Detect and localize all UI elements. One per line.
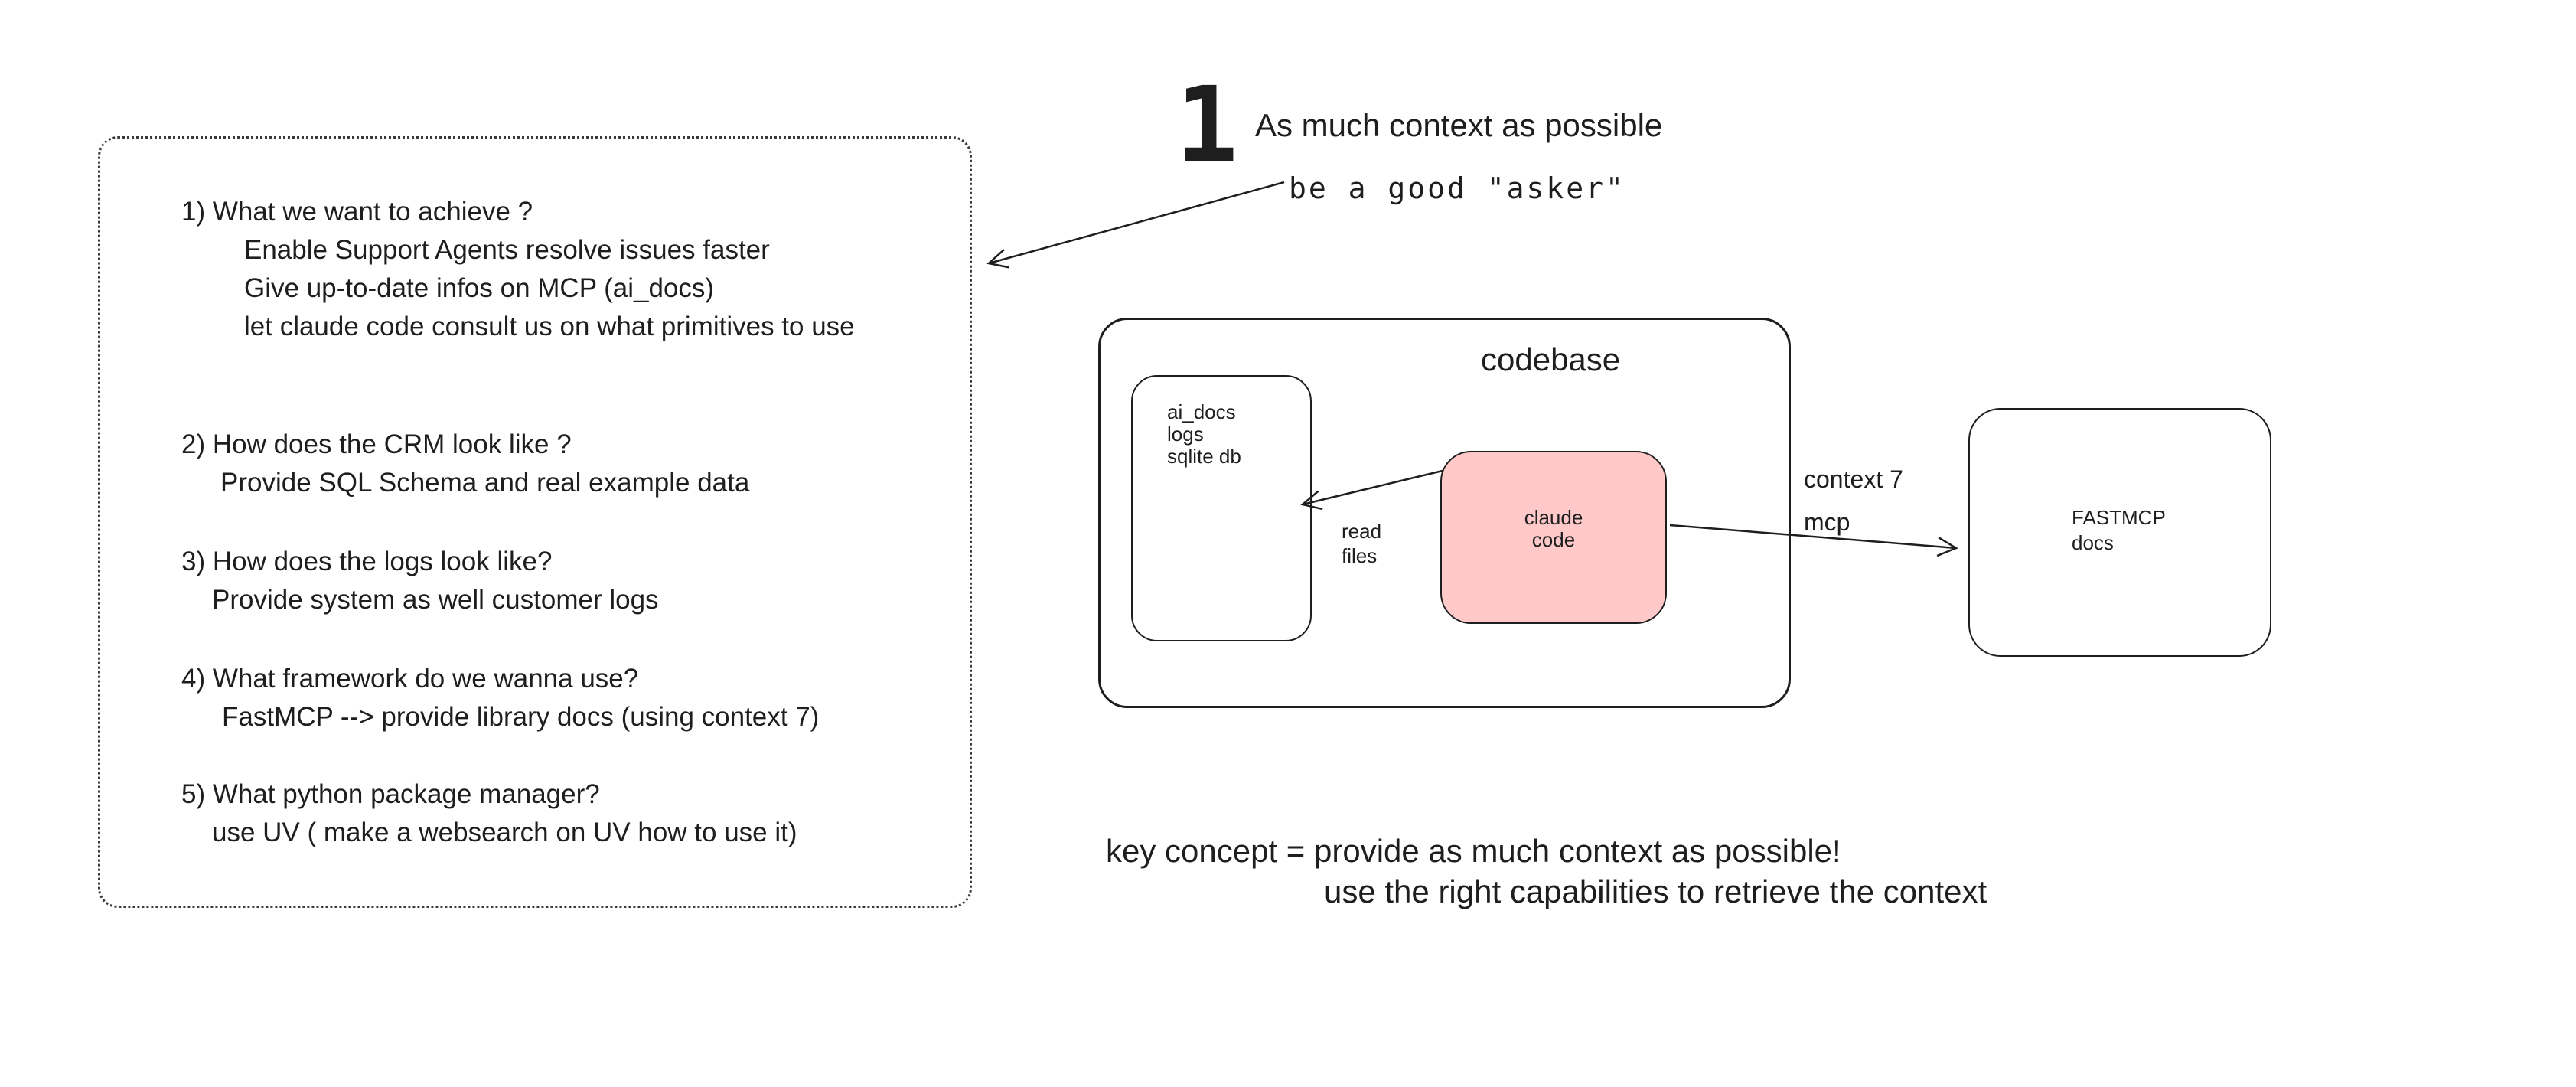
fastmcp-docs-box (1968, 408, 2271, 657)
claude-line2: code (1531, 528, 1576, 551)
notes-panel (98, 136, 972, 908)
key-concept-line2: use the right capabilities to retrieve t… (1324, 873, 1987, 909)
files-line-sqlite-db: sqlite db (1167, 445, 1241, 468)
note-line-q5-sub1: use UV ( make a websearch on UV how to u… (212, 818, 797, 847)
note-line-q2-sub1: Provide SQL Schema and real example data (220, 468, 750, 498)
note-line-q4: 4) What framework do we wanna use? (181, 664, 639, 694)
note-line-q1-sub2: Give up-to-date infos on MCP (ai_docs) (244, 273, 715, 303)
context7-mcp-label: context 7 mcp (1804, 458, 1903, 544)
key-concept-line1: key concept = provide as much context as… (1106, 833, 1841, 869)
fastmcp-line1: FASTMCP (2072, 506, 2166, 529)
note-line-q1-sub1: Enable Support Agents resolve issues fas… (244, 235, 770, 265)
fastmcp-docs-label: FASTMCP docs (2072, 505, 2166, 556)
read-files-label: read files (1342, 519, 1381, 568)
note-line-q2: 2) How does the CRM look like ? (181, 429, 572, 459)
context7-line2: mcp (1804, 508, 1850, 536)
notes-list: 1) What we want to achieve ? Enable Supp… (181, 193, 855, 852)
note-line-q1-sub3: let claude code consult us on what primi… (244, 312, 855, 341)
arrow-asker-to-notes (986, 181, 1285, 269)
heading-number: 1 (1176, 65, 1238, 186)
note-line-q4-sub1: FastMCP --> provide library docs (using … (222, 702, 820, 732)
fastmcp-line2: docs (2072, 531, 2114, 554)
files-line-ai-docs: ai_docs (1167, 400, 1236, 423)
heading-title: As much context as possible (1255, 107, 1663, 143)
note-line-q3-sub1: Provide system as well customer logs (212, 585, 659, 615)
context7-line1: context 7 (1804, 465, 1903, 493)
claude-line1: claude (1524, 506, 1583, 529)
read-files-line1: read (1342, 520, 1382, 543)
codebase-label: codebase (1481, 341, 1621, 377)
note-line-q1: 1) What we want to achieve ? (181, 197, 533, 227)
codebase-box (1098, 318, 1791, 708)
note-line-q3: 3) How does the logs look like? (181, 547, 553, 576)
files-box (1131, 375, 1312, 641)
heading-subtitle: be a good "asker" (1289, 171, 1625, 205)
files-box-label: ai_docs logs sqlite db (1167, 401, 1241, 468)
note-line-q5: 5) What python package manager? (181, 779, 600, 809)
claude-code-label: claude code (1440, 507, 1667, 551)
read-files-line2: files (1342, 544, 1378, 567)
claude-code-box (1440, 451, 1667, 624)
files-line-logs: logs (1167, 423, 1204, 446)
